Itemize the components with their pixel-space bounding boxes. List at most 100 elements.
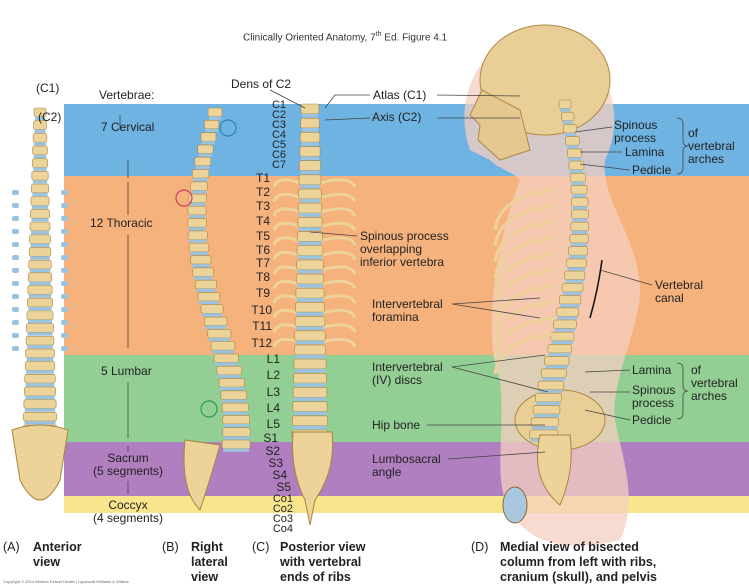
- posterior-vertebra: [297, 202, 323, 214]
- marker-circle-cervical: [219, 119, 237, 137]
- anterior-disc: [33, 167, 47, 171]
- anterior-vertebra: [32, 145, 48, 156]
- lateral-vertebra: [194, 279, 217, 289]
- anterior-vertebra: [25, 335, 55, 346]
- medial-disc: [542, 377, 566, 381]
- coccyx-subtext: (4 segments): [92, 511, 164, 525]
- lateral-vertebra: [220, 390, 248, 400]
- medial-vertebra: [547, 344, 573, 354]
- anterior-disc: [26, 357, 54, 362]
- text: Lumbosacral: [372, 452, 441, 466]
- caption-key: (D): [471, 540, 489, 554]
- anterior-disc: [26, 370, 54, 374]
- level-label: T2: [255, 185, 270, 199]
- label-lamina-upper: Lamina: [625, 145, 665, 159]
- anterior-disc: [34, 142, 46, 146]
- medial-disc: [565, 279, 584, 283]
- lateral-disc: [189, 239, 207, 243]
- level-label: T7: [255, 256, 270, 270]
- posterior-vertebra: [298, 188, 322, 200]
- posterior-vertebra: [296, 245, 324, 256]
- lateral-vertebra: [218, 378, 245, 388]
- anterior-rib-end: [12, 203, 19, 208]
- medial-disc: [569, 255, 587, 259]
- anterior-vertebra: [24, 373, 56, 384]
- vertebral-canal-arrow: [589, 259, 603, 319]
- posterior-disc: [297, 283, 323, 288]
- medial-vertebra: [532, 405, 561, 415]
- level-label: T10: [251, 303, 272, 317]
- posterior-vertebra: [299, 160, 321, 171]
- posterior-rib: [319, 221, 357, 232]
- anterior-disc: [32, 192, 48, 197]
- posterior-disc: [300, 170, 320, 175]
- medial-vertebra: [571, 209, 589, 219]
- medial-sacrum: [537, 434, 572, 506]
- posterior-vertebra: [294, 330, 326, 341]
- band-coccyx: [64, 496, 749, 513]
- medial-vertebra: [535, 393, 562, 403]
- posterior-vertebra: [298, 174, 322, 185]
- leader-lines: [119, 89, 689, 494]
- anterior-rib-end: [61, 242, 68, 247]
- medial-rib: [493, 188, 556, 231]
- lateral-vertebra: [221, 402, 249, 412]
- lateral-vertebra: [197, 144, 214, 154]
- level-label: L4: [266, 401, 280, 415]
- figure-title: Clinically Oriented Anatomy, 7th Ed. Fig…: [243, 31, 448, 44]
- posterior-vertebra: [296, 273, 324, 285]
- posterior-disc: [298, 227, 322, 231]
- lateral-sacrum: [183, 439, 221, 511]
- level-label: L5: [266, 417, 280, 431]
- anterior-rib-end: [61, 307, 68, 312]
- medial-vertebra: [553, 319, 577, 329]
- lateral-vertebra: [187, 218, 207, 228]
- brace-lower: [676, 362, 689, 420]
- posterior-rib: [319, 337, 357, 348]
- anterior-disc: [27, 332, 53, 336]
- lateral-vertebra: [191, 169, 210, 179]
- label-axis: Axis (C2): [372, 110, 422, 124]
- marker-circle-lumbar: [200, 400, 218, 418]
- medial-vertebra: [540, 368, 567, 378]
- posterior-vertebra: [299, 146, 321, 157]
- lateral-disc: [205, 128, 218, 133]
- level-label: Co2: [272, 503, 293, 515]
- medial-vertebra: [568, 246, 588, 256]
- posterior-disc: [294, 368, 326, 373]
- text: column from left with ribs,: [500, 555, 657, 569]
- posterior-disc: [300, 156, 320, 161]
- anterior-rib-end: [61, 190, 68, 195]
- anterior-vertebra: [26, 310, 54, 320]
- anterior-rib-end: [61, 216, 68, 221]
- lateral-disc: [190, 251, 208, 256]
- anterior-disc: [31, 205, 49, 209]
- anterior-vertebra: [27, 285, 53, 295]
- medial-disc: [571, 181, 585, 186]
- anterior-vertebra: [32, 133, 48, 143]
- medial-disc: [539, 389, 563, 393]
- posterior-disc: [300, 184, 320, 189]
- text: Intervertebral: [372, 297, 443, 311]
- text: Intervertebral: [372, 360, 443, 374]
- label-lumbar: 5 Lumbar: [101, 364, 152, 378]
- posterior-vertebra: [296, 259, 324, 270]
- caption-key: (B): [162, 540, 179, 554]
- anterior-disc: [27, 319, 53, 324]
- copyright: Copyright © 2014 Wolters Kluwer Health |…: [3, 579, 129, 584]
- medial-rib: [493, 252, 556, 295]
- anterior-rib-end: [61, 268, 68, 273]
- level-label: S4: [272, 468, 287, 482]
- text: of: [691, 363, 702, 377]
- caption-key: (A): [3, 540, 20, 554]
- text: Vertebral: [655, 278, 704, 292]
- lateral-vertebra: [221, 439, 251, 449]
- label-cervical: 7 Cervical: [101, 120, 155, 134]
- sacrum-text: Sacrum: [107, 451, 149, 465]
- posterior-disc: [299, 198, 321, 203]
- posterior-disc: [297, 269, 323, 274]
- anterior-vertebra: [23, 399, 57, 409]
- medial-disc: [563, 291, 582, 296]
- level-label: S2: [265, 444, 280, 458]
